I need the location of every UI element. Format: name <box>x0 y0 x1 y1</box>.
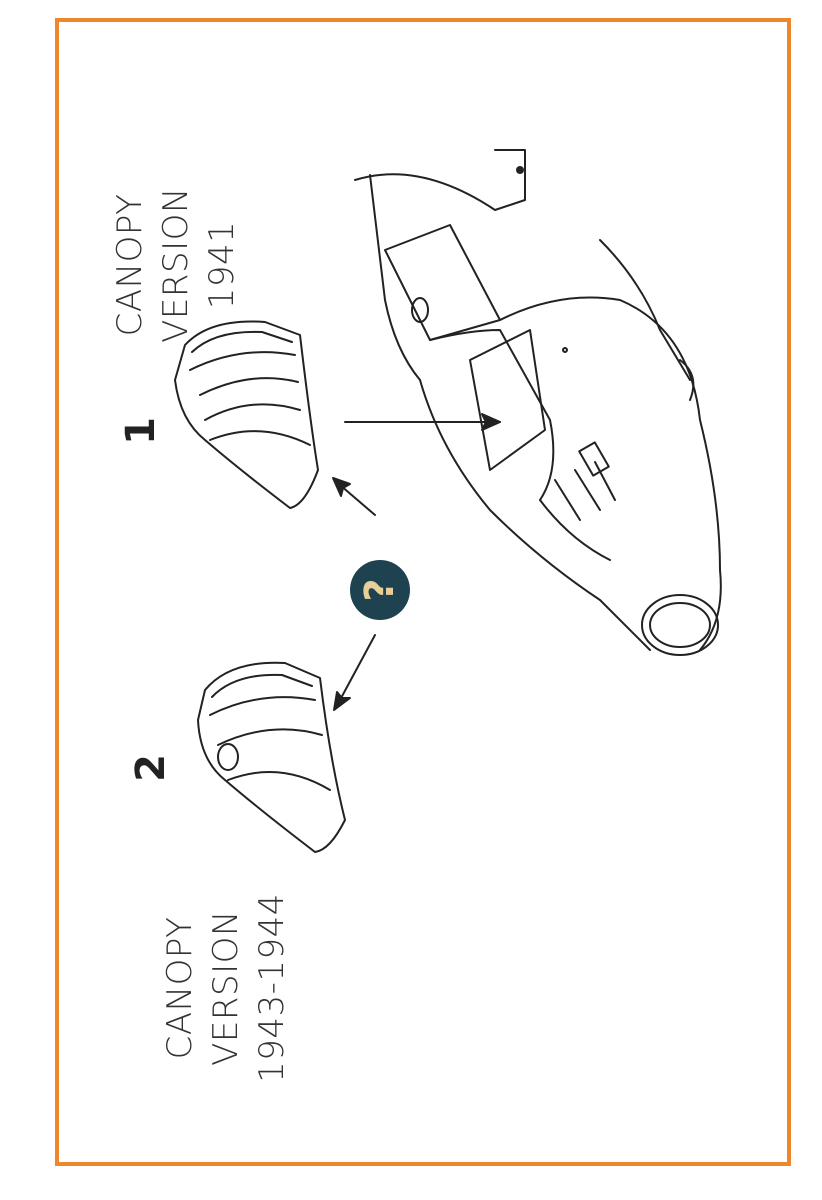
canopy-1943-1944-drawing <box>197 661 346 853</box>
question-glyph: ? <box>357 578 403 602</box>
label-line: CANOPY <box>110 193 150 337</box>
callout-number-2: 2 <box>128 754 174 782</box>
callout-number-1: 1 <box>118 417 164 445</box>
arrow-to-canopy-2 <box>333 634 376 711</box>
canopy-1941-drawing <box>174 320 319 509</box>
arrow-to-fuselage <box>344 413 501 431</box>
question-icon: ? <box>350 560 410 620</box>
aircraft-nose-drawing <box>354 149 722 656</box>
label-line: VERSION <box>156 187 196 343</box>
label-line: 1941 <box>202 220 242 310</box>
label-line: 1943-1944 <box>252 893 292 1083</box>
arrow-to-canopy-1 <box>332 477 376 516</box>
label-line: CANOPY <box>160 916 200 1060</box>
label-canopy-version-1941: CANOPY VERSION 1941 <box>107 135 245 395</box>
label-canopy-version-1943-1944: CANOPY VERSION 1943-1944 <box>157 858 295 1118</box>
label-line: VERSION <box>206 910 246 1066</box>
instruction-frame <box>55 18 791 1166</box>
